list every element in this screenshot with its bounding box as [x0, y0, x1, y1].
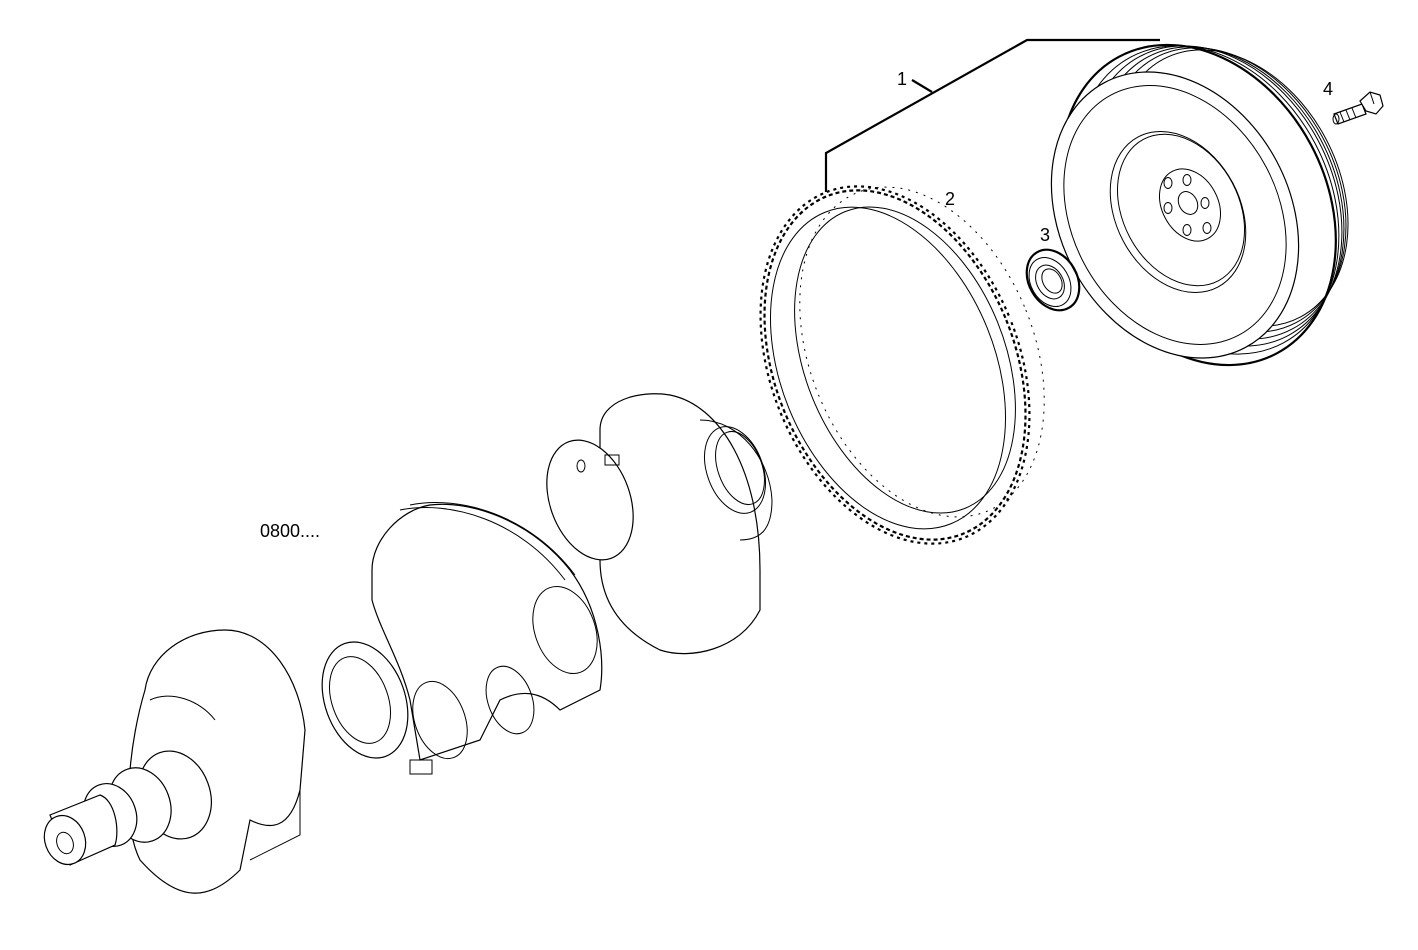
crankshaft[interactable] — [38, 393, 777, 894]
ring-gear[interactable] — [710, 146, 1090, 584]
callout-label-4: 4 — [1323, 79, 1334, 99]
bearing[interactable] — [1016, 240, 1090, 319]
callout-label-1: 1 — [897, 69, 908, 89]
callout-1-leader — [824, 38, 1160, 192]
callout-label-3: 3 — [1040, 225, 1051, 245]
callout-label-2: 2 — [945, 189, 956, 209]
reference-label: 0800.... — [260, 521, 321, 541]
bolt[interactable] — [1332, 91, 1384, 125]
flywheel[interactable] — [1003, 0, 1394, 413]
